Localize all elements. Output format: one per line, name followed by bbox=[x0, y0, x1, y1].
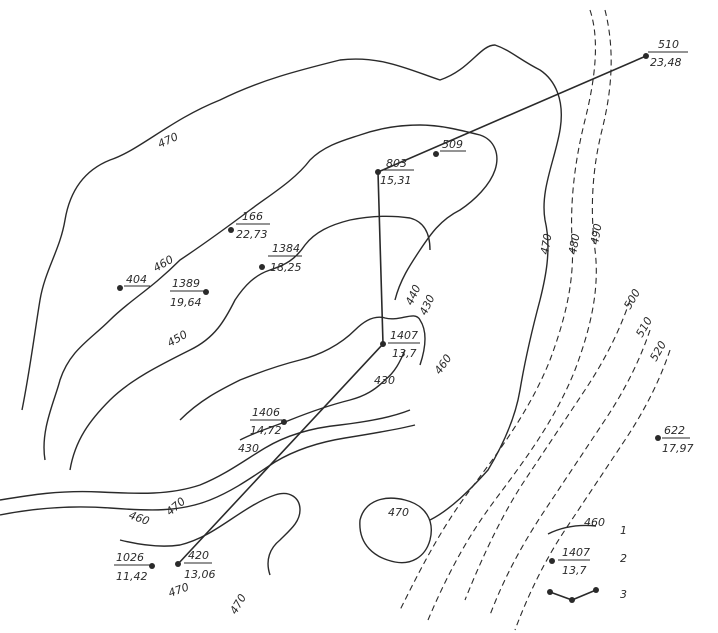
well-1389: 1389 19,64 bbox=[170, 277, 209, 309]
contour-label: 470 bbox=[538, 233, 554, 256]
well-404: 404 bbox=[117, 273, 150, 291]
well-value: 23,48 bbox=[650, 56, 682, 69]
legend-item-profile: 3 bbox=[547, 587, 627, 603]
well-id: 420 bbox=[188, 549, 209, 562]
contour-channel-upper bbox=[0, 409, 411, 501]
contour-label: 520 bbox=[647, 339, 669, 364]
contour-450 bbox=[69, 215, 431, 471]
well-id: 166 bbox=[242, 210, 263, 223]
contour-channel-lower bbox=[0, 424, 416, 516]
contour-430 bbox=[239, 349, 406, 441]
well-id: 509 bbox=[442, 138, 463, 151]
contour-label: 430 bbox=[238, 442, 259, 455]
well-1026: 1026 11,42 bbox=[114, 551, 155, 583]
contour-470-south bbox=[119, 492, 301, 576]
legend-number: 1 bbox=[620, 524, 627, 537]
well-id: 510 bbox=[658, 38, 679, 51]
well-510: 510 23,48 bbox=[643, 38, 688, 69]
profile-line bbox=[177, 55, 647, 565]
legend-item-contour: 460 1 bbox=[547, 516, 627, 537]
legend-sample-id: 1407 bbox=[562, 546, 590, 559]
legend-sample-label: 460 bbox=[584, 516, 605, 529]
legend-sample-value: 13,7 bbox=[562, 564, 587, 577]
legend-item-well: 1407 13,7 2 bbox=[549, 546, 627, 577]
well-id: 1384 bbox=[272, 242, 300, 255]
well-value: 18,25 bbox=[270, 261, 302, 274]
contour-490 bbox=[427, 9, 612, 621]
contour-460 bbox=[43, 124, 498, 461]
contour-label: 460 bbox=[127, 509, 151, 528]
well-420: 420 13,06 bbox=[175, 549, 216, 581]
well-value: 22,73 bbox=[236, 228, 268, 241]
well-id: 404 bbox=[126, 273, 147, 286]
contour-label: 460 bbox=[151, 253, 176, 275]
well-803: 803 15,31 bbox=[375, 157, 414, 187]
contour-label: 450 bbox=[165, 328, 190, 350]
well-id: 1389 bbox=[172, 277, 200, 290]
well-value: 15,31 bbox=[380, 174, 412, 187]
contour-470-closed bbox=[359, 497, 432, 564]
contour-470-outer bbox=[21, 44, 562, 521]
contour-520 bbox=[514, 349, 671, 631]
contour-440 bbox=[179, 315, 426, 421]
contour-label: 470 bbox=[164, 495, 188, 518]
well-622: 622 17,97 bbox=[655, 424, 694, 455]
well-id: 622 bbox=[664, 424, 685, 437]
contour-500 bbox=[464, 299, 631, 601]
contour-510 bbox=[489, 329, 651, 616]
legend-number: 2 bbox=[620, 552, 627, 565]
well-value: 11,42 bbox=[116, 570, 148, 583]
well-value: 13,7 bbox=[392, 347, 417, 360]
well-value: 14,72 bbox=[250, 424, 282, 437]
well-value: 19,64 bbox=[170, 296, 202, 309]
contour-label: 470 bbox=[167, 580, 191, 599]
well-id: 803 bbox=[386, 157, 407, 170]
well-1407: 1407 13,7 bbox=[380, 329, 420, 360]
contour-label: 460 bbox=[432, 352, 455, 377]
contour-label: 470 bbox=[227, 592, 249, 617]
well-1384: 1384 18,25 bbox=[259, 242, 302, 274]
well-166: 166 22,73 bbox=[228, 210, 270, 241]
contour-label: 500 bbox=[621, 287, 643, 312]
contour-labels: 470 460 450 440 430 460 470 480 490 500 … bbox=[127, 130, 669, 616]
contour-label: 510 bbox=[633, 315, 655, 340]
legend: 460 1 1407 13,7 2 3 bbox=[547, 516, 627, 603]
well-id: 1406 bbox=[252, 406, 280, 419]
well-value: 13,06 bbox=[184, 568, 216, 581]
well-value: 17,97 bbox=[662, 442, 694, 455]
well-id: 1026 bbox=[116, 551, 144, 564]
contour-label: 470 bbox=[388, 506, 409, 519]
well-id: 1407 bbox=[390, 329, 418, 342]
contour-label: 430 bbox=[417, 293, 438, 318]
contour-label: 430 bbox=[374, 374, 395, 387]
contour-label: 490 bbox=[588, 223, 604, 246]
contour-label: 480 bbox=[566, 233, 582, 256]
legend-number: 3 bbox=[620, 588, 627, 601]
contour-480 bbox=[399, 9, 596, 611]
well-509: 509 bbox=[433, 138, 466, 157]
well-1406: 1406 14,72 bbox=[250, 406, 287, 437]
